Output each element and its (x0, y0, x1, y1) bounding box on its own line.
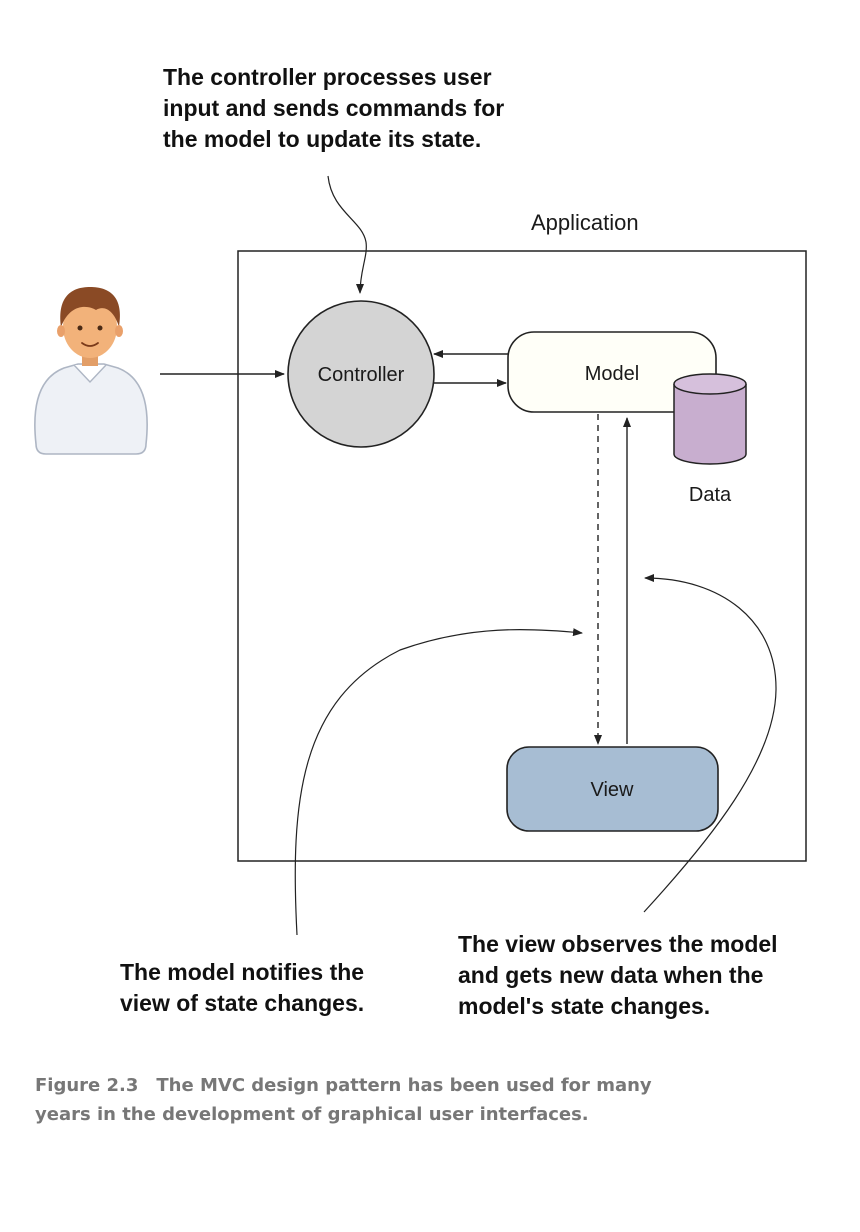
controller-annotation-line-1: The controller processes user (163, 64, 492, 90)
caption-line-1: Figure 2.3 The MVC design pattern has bee… (35, 1075, 652, 1096)
caption-figure-label: Figure 2.3 (35, 1075, 138, 1096)
view-annotation-leader (643, 574, 777, 913)
view-annotation-line-2: and gets new data when the (458, 962, 763, 988)
controller-node (287, 300, 435, 448)
controller-annotation: The controller processes user input and … (163, 64, 504, 152)
view-label: View (591, 779, 635, 801)
application-label: Application (531, 210, 639, 235)
controller-leader-arrow (327, 175, 367, 294)
model-node (507, 331, 717, 413)
model-label: Model (585, 363, 639, 385)
model-annotation-line-2: view of state changes. (120, 990, 364, 1016)
view-annotation-line-1: The view observes the model (458, 931, 778, 957)
model-annotation-line-1: The model notifies the (120, 959, 364, 985)
model-annotation: The model notifies the view of state cha… (120, 959, 364, 1016)
figure-caption: Figure 2.3 The MVC design pattern has bee… (35, 1075, 652, 1125)
caption-text-1: The MVC design pattern has been used for… (156, 1075, 652, 1096)
data-label: Data (689, 484, 732, 506)
database-cylinder-icon (673, 373, 747, 465)
controller-annotation-line-2: input and sends commands for (163, 95, 504, 121)
view-annotation-line-3: model's state changes. (458, 993, 710, 1019)
controller-annotation-line-3: the model to update its state. (163, 126, 481, 152)
view-annotation: The view observes the model and gets new… (458, 931, 778, 1019)
view-node (506, 746, 719, 832)
caption-line-2: years in the development of graphical us… (35, 1104, 589, 1125)
model-annotation-leader (294, 628, 583, 936)
application-boundary (237, 250, 807, 862)
controller-label: Controller (318, 364, 405, 386)
user-avatar-icon (34, 287, 148, 455)
